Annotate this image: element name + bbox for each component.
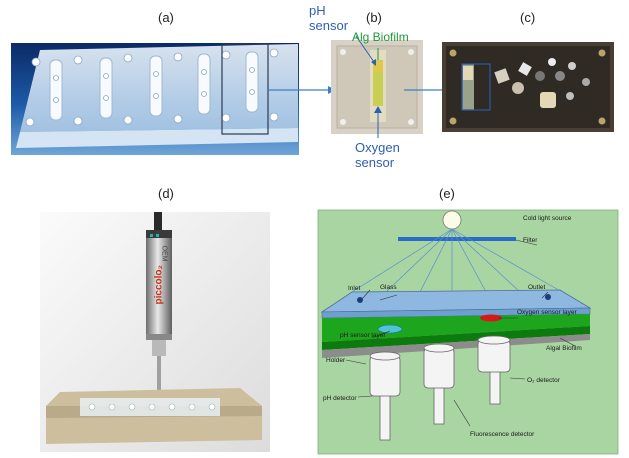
probe-brand-text: piccolo₂ [153, 265, 165, 305]
panel-label-c: (c) [520, 10, 536, 25]
fluorescence-detector-label: Fluorescence detector [470, 431, 535, 438]
panel-label-d: (d) [158, 186, 174, 201]
oxygen-sensor-layer-label-1: Oxygen sensor layer [517, 309, 577, 316]
ph-sensor-layer-label-1: pH sensor layer [340, 332, 386, 339]
outlet-label: Outlet [528, 284, 546, 291]
cold-light-source-label: Cold light source [523, 215, 572, 222]
ph-sensor-callout: pH sensor [309, 3, 349, 33]
probe-oem-text: OEM [160, 245, 168, 262]
glass-label: Glass [380, 284, 397, 291]
inlet-label: Inlet [348, 285, 360, 292]
filter-label: Filter [523, 237, 538, 244]
panel-label-b: (b) [366, 10, 382, 25]
ph-sensor-layer-label: pH sensor layer [340, 332, 386, 339]
panel-label-a: (a) [158, 10, 174, 25]
panel-label-e: (e) [439, 186, 455, 201]
holder-label: Holder [326, 357, 346, 364]
algal-biofilm-label: Algal Biofilm [546, 345, 582, 352]
ph-detector-label: pH detector [323, 395, 357, 402]
alg-biofilm-callout: Alg Biofilm [352, 30, 409, 44]
oxygen-sensor-layer-label: Oxygen sensor layer [517, 309, 577, 316]
o2-detector-label: O₂ detector [527, 377, 561, 384]
oxygen-sensor-callout: Oxygen sensor [355, 140, 400, 170]
